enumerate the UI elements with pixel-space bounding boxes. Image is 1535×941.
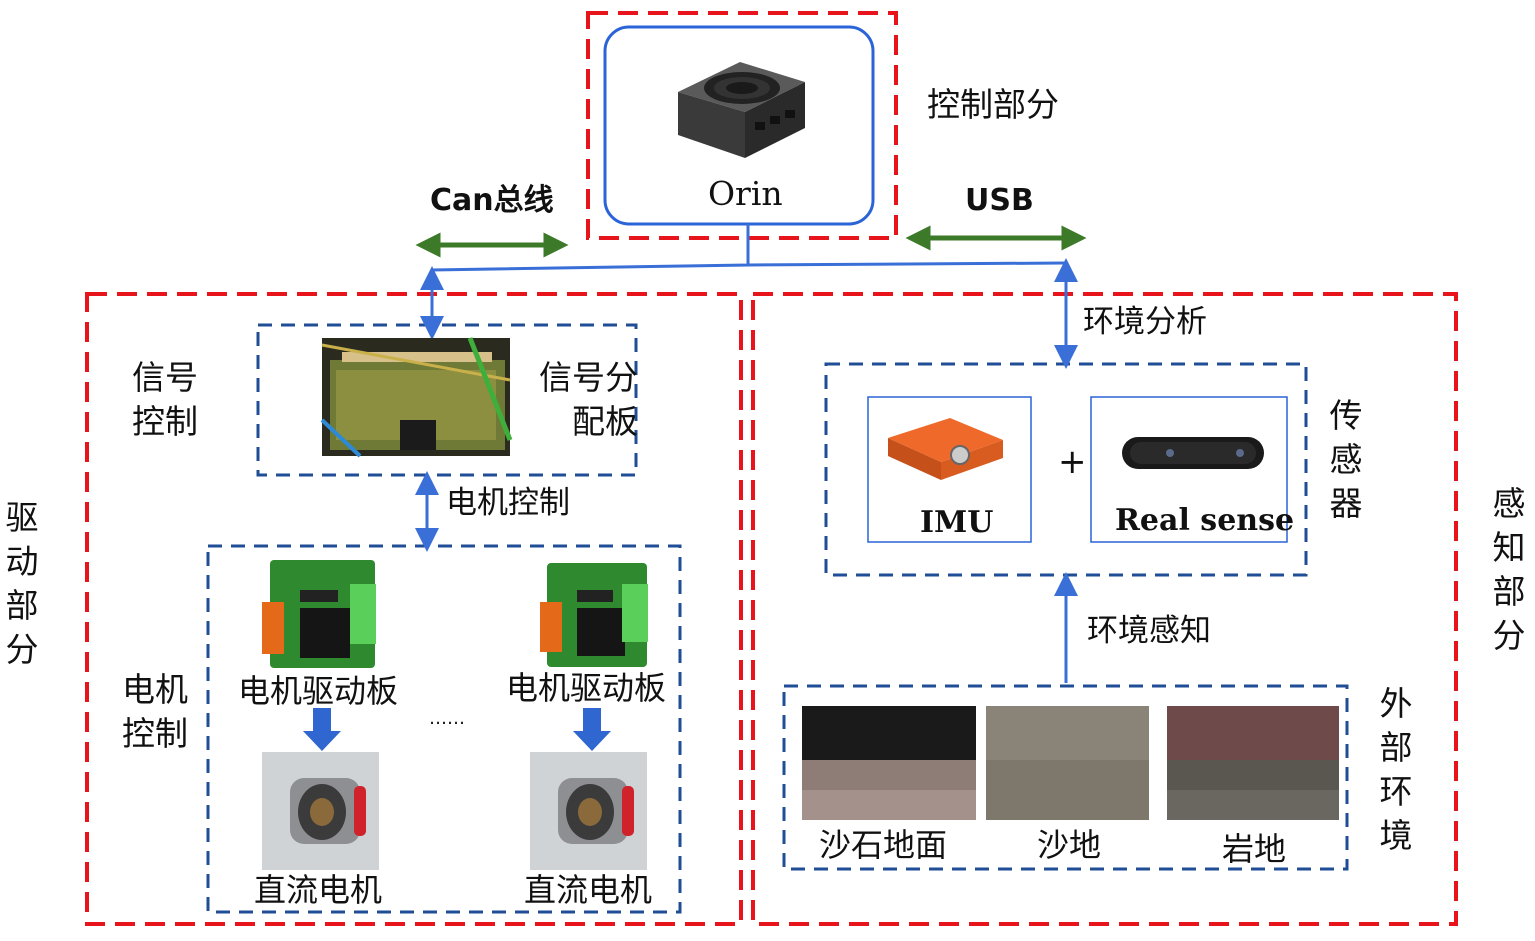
motor-control-link-label: 电机控制: [446, 485, 570, 521]
orin-module-image: [678, 62, 805, 158]
down-arrow-2: [573, 708, 611, 751]
orin-label: Orin: [708, 174, 783, 213]
external-env-label: 外部环境: [1379, 684, 1413, 855]
signal-board-image: [320, 337, 513, 458]
realsense-label: Real sense: [1115, 503, 1295, 538]
imu-label: IMU: [920, 505, 994, 540]
driver-board-image-2: [540, 563, 648, 667]
env-analysis-label: 环境分析: [1083, 304, 1207, 340]
sense-region: [751, 292, 1458, 926]
ellipsis-label: ……: [429, 708, 465, 729]
realsense-frame: [1090, 396, 1288, 543]
can-bus-label: Can总线: [430, 183, 554, 218]
sensor-label: 传感器: [1329, 396, 1363, 523]
env-perception-label: 环境感知: [1087, 613, 1211, 649]
dc-motor-image-2: [530, 752, 647, 870]
terrain-photo-gravel: [802, 706, 976, 820]
terrain-label-gravel: 沙石地面: [819, 826, 948, 864]
signal-board-label: 信号分配板: [539, 358, 638, 441]
drive-part-label: 驱动部分: [5, 498, 39, 669]
terrain-label-rock: 岩地: [1222, 830, 1287, 868]
motor-control-box: [206, 544, 682, 914]
bus-line-right: [747, 261, 1067, 267]
driver-board-label-1: 电机驱动板: [238, 672, 399, 710]
driver-board-image-1: [262, 560, 376, 668]
control-part-label: 控制部分: [927, 85, 1059, 124]
signal-board-box: [256, 323, 638, 477]
orin-box: [603, 25, 875, 226]
drive-region: [85, 292, 743, 926]
terrain-photo-rock: [1167, 706, 1339, 820]
dc-motor-image-1: [262, 752, 379, 870]
signal-control-label: 信号控制: [132, 358, 198, 441]
usb-label: USB: [965, 183, 1034, 218]
environment-box: [782, 684, 1349, 871]
realsense-image: [1122, 437, 1264, 469]
dc-motor-label-2: 直流电机: [524, 871, 653, 909]
motor-control-label: 电机控制: [122, 670, 188, 753]
terrain-photo-sand: [986, 706, 1149, 820]
terrain-label-sand: 沙地: [1037, 826, 1102, 864]
down-arrow-1: [303, 708, 341, 751]
imu-frame: [867, 396, 1032, 543]
sense-part-label: 感知部分: [1492, 484, 1526, 655]
plus-label: +: [1058, 442, 1087, 482]
driver-board-label-2: 电机驱动板: [506, 669, 667, 707]
dc-motor-label-1: 直流电机: [254, 871, 383, 909]
control-region: [586, 11, 898, 240]
imu-image: [888, 418, 1003, 480]
